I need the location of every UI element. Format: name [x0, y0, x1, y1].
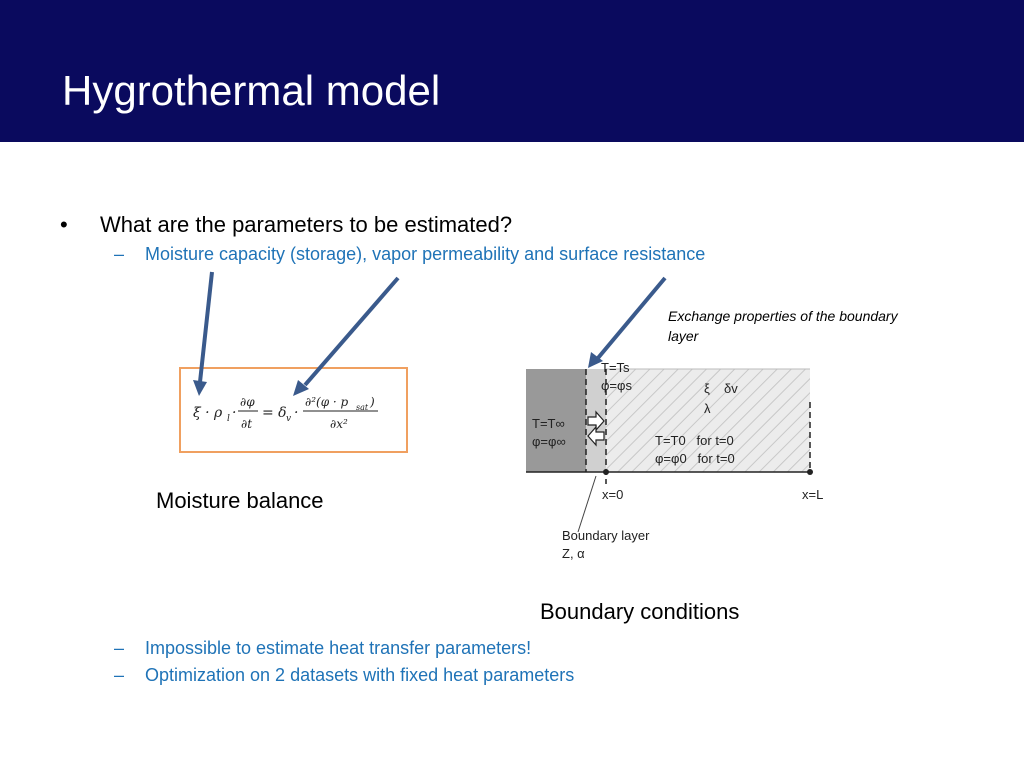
- label-t-inf: T=T∞: [532, 416, 565, 431]
- title-bar: [0, 0, 1024, 142]
- sub-item-heat: –Impossible to estimate heat transfer pa…: [114, 638, 531, 659]
- arrow-to-capacity: [193, 271, 214, 396]
- label-xL: x=L: [802, 487, 823, 502]
- sub-item-parameters: –Moisture capacity (storage), vapor perm…: [114, 244, 705, 265]
- svg-text:= δ: = δ: [262, 405, 287, 421]
- sub-item-optimization: –Optimization on 2 datasets with fixed h…: [114, 665, 574, 686]
- label-z-alpha: Z, α: [562, 546, 585, 561]
- label-phi0: φ=φ0 for t=0: [655, 451, 735, 466]
- label-lambda: λ: [704, 401, 711, 416]
- svg-text:∂x²: ∂x²: [330, 417, 348, 431]
- svg-text:v: v: [286, 414, 291, 424]
- svg-text:sat: sat: [356, 403, 369, 412]
- svg-text:l: l: [227, 414, 230, 424]
- label-t-s: T=Ts: [601, 360, 630, 375]
- dash-marker: –: [114, 244, 125, 264]
- material-region: [606, 369, 810, 472]
- sub-item-text: Optimization on 2 datasets with fixed he…: [145, 665, 575, 685]
- svg-text:∂φ: ∂φ: [240, 395, 255, 409]
- svg-text:ξ · ρ: ξ · ρ: [193, 405, 223, 421]
- moisture-balance-equation: ξ · ρ l · ∂φ ∂t = δ v · ∂²(φ · p sat ) ∂…: [193, 395, 378, 431]
- label-phi-inf: φ=φ∞: [532, 434, 566, 449]
- dash-marker: –: [114, 638, 125, 658]
- boundary-diagram: T=Ts φ=φs T=T∞ φ=φ∞ ξ δv λ T=T0 for t=0 …: [526, 360, 823, 561]
- label-x0: x=0: [602, 487, 623, 502]
- bullet-marker: •: [60, 212, 68, 237]
- slide-title: Hygrothermal model: [62, 67, 441, 114]
- svg-text:·: ·: [294, 405, 298, 421]
- sub-item-text: Moisture capacity (storage), vapor perme…: [145, 244, 706, 264]
- label-phi-s: φ=φs: [601, 378, 632, 393]
- bullet-question: What are the parameters to be estimated?: [100, 212, 513, 237]
- sub-item-text: Impossible to estimate heat transfer par…: [145, 638, 532, 658]
- label-t0: T=T0 for t=0: [655, 433, 734, 448]
- svg-text:∂t: ∂t: [241, 417, 252, 431]
- svg-text:): ): [369, 395, 375, 409]
- label-boundary-layer: Boundary layer: [562, 528, 650, 543]
- flux-arrows: [587, 410, 605, 447]
- label-delta-v: δv: [724, 381, 738, 396]
- caption-moisture-balance: Moisture balance: [156, 488, 324, 513]
- equation-box: [179, 367, 408, 453]
- arrow-to-boundary: [588, 276, 667, 368]
- dash-marker: –: [114, 665, 125, 685]
- svg-text:·: ·: [232, 405, 236, 421]
- arrow-to-permeability: [293, 276, 400, 396]
- boundary-layer-note: Exchange properties of the boundary laye…: [668, 308, 898, 344]
- ambient-region: [526, 369, 586, 472]
- label-xi: ξ: [704, 381, 710, 396]
- caption-boundary-conditions: Boundary conditions: [540, 599, 740, 624]
- svg-text:∂²(φ · p: ∂²(φ · p: [305, 395, 349, 409]
